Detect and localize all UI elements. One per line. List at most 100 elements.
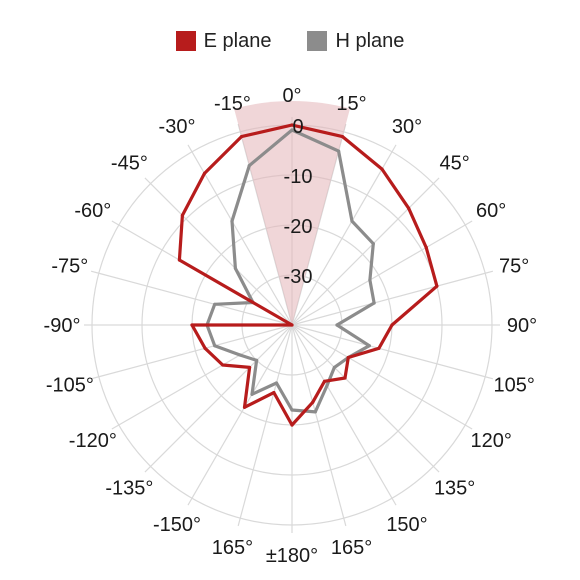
data-point-e-plane xyxy=(377,346,381,350)
grid-spoke xyxy=(291,324,393,499)
angle-tick-label: 75° xyxy=(499,255,529,277)
angle-tick-label: -90° xyxy=(44,315,81,337)
data-point-h-plane xyxy=(233,266,238,271)
grid-spoke xyxy=(191,324,293,499)
grid-tick xyxy=(485,376,494,380)
grid-spoke xyxy=(291,224,466,326)
angle-tick-label: -105° xyxy=(46,375,94,397)
grid-tick xyxy=(90,376,99,380)
angle-tick-label: -120° xyxy=(69,430,117,452)
grid-tick xyxy=(391,144,397,153)
angle-tick-label: -75° xyxy=(51,255,88,277)
angle-tick-label: -60° xyxy=(74,200,111,222)
data-point-h-plane xyxy=(238,353,242,357)
data-point-h-plane xyxy=(255,358,259,362)
angle-tick-label: 120° xyxy=(470,430,511,452)
boresight-sector xyxy=(234,101,350,325)
angle-tick-label: 60° xyxy=(476,200,506,222)
grid-tick xyxy=(90,270,99,274)
angle-tick-label: ±180° xyxy=(266,545,318,567)
grid-spoke xyxy=(150,324,293,467)
radial-tick-label: -30 xyxy=(284,266,313,288)
data-point-e-plane xyxy=(380,167,384,171)
legend: E plane H plane xyxy=(0,26,580,56)
data-point-h-plane xyxy=(336,149,341,153)
grid-tick xyxy=(391,497,397,506)
angle-tick-label: -15° xyxy=(214,93,251,115)
angle-tick-label: 165° xyxy=(331,537,372,559)
angle-tick-label: 165° xyxy=(212,537,253,559)
data-point-h-plane xyxy=(332,365,337,370)
data-point-e-plane xyxy=(340,135,345,139)
data-point-e-plane xyxy=(311,400,315,404)
grid-spoke xyxy=(98,324,293,378)
data-point-h-plane xyxy=(368,278,372,282)
data-point-h-plane xyxy=(247,164,251,168)
angle-tick-label: 90° xyxy=(507,315,537,337)
data-point-h-plane xyxy=(372,301,376,305)
data-point-h-plane xyxy=(250,392,254,396)
data-point-e-plane xyxy=(190,323,194,327)
data-point-h-plane xyxy=(335,323,339,327)
grid-spoke xyxy=(118,324,293,426)
radial-tick-label: 0 xyxy=(292,116,303,138)
grid-spoke xyxy=(291,324,345,519)
angle-tick-label: 30° xyxy=(392,116,422,138)
angle-tick-label: 135° xyxy=(434,478,475,500)
grid-tick xyxy=(343,518,347,527)
h-plane-swatch xyxy=(307,31,328,51)
data-point-h-plane xyxy=(290,128,294,132)
grid-tick xyxy=(237,123,241,132)
grid-spoke xyxy=(191,151,293,326)
grid-spoke xyxy=(291,324,434,467)
radial-tick-label: -10 xyxy=(284,166,313,188)
radial-tick-label: -20 xyxy=(284,216,313,238)
h-plane-label: H plane xyxy=(335,29,405,52)
data-point-e-plane xyxy=(239,135,244,139)
data-point-e-plane xyxy=(290,423,294,427)
angle-tick-label: -150° xyxy=(153,514,201,536)
data-point-e-plane xyxy=(290,323,294,327)
data-point-e-plane xyxy=(272,391,276,395)
data-point-e-plane xyxy=(221,363,225,367)
data-point-e-plane xyxy=(202,171,207,176)
grid-tick xyxy=(144,177,152,185)
grid-spoke xyxy=(291,324,466,426)
highlight-sector xyxy=(234,101,350,325)
grid-spoke xyxy=(239,324,293,519)
radial-tick-labels: 0 -10 -20 -30 xyxy=(284,116,313,288)
grid-tick xyxy=(111,424,120,430)
data-point-e-plane xyxy=(435,284,439,288)
series-layer xyxy=(177,123,439,427)
data-point-e-plane xyxy=(203,346,207,350)
grid-tick xyxy=(432,465,440,473)
grid-tick xyxy=(237,518,241,527)
grid-tick xyxy=(464,220,473,226)
grid-spoke xyxy=(150,183,293,326)
legend-item-h-plane[interactable]: H plane xyxy=(307,30,404,53)
grid-tick xyxy=(464,424,473,430)
data-point-e-plane xyxy=(290,123,294,127)
angle-tick-label: 105° xyxy=(493,375,534,397)
data-point-h-plane xyxy=(290,408,294,412)
data-point-e-plane xyxy=(407,206,411,210)
e-plane-swatch xyxy=(175,31,196,51)
data-point-e-plane xyxy=(242,405,247,409)
grid-spoke xyxy=(98,272,293,326)
grid-spoke xyxy=(291,324,486,378)
angle-tick-label: -135° xyxy=(105,478,153,500)
data-point-h-plane xyxy=(367,344,371,348)
data-point-e-plane xyxy=(424,245,428,250)
grid-tick xyxy=(485,270,494,274)
data-point-h-plane xyxy=(313,410,317,414)
grid-tick xyxy=(144,465,152,473)
grid-spoke xyxy=(291,272,486,326)
legend-item-e-plane[interactable]: E plane xyxy=(175,30,271,53)
data-point-h-plane xyxy=(325,384,329,388)
angle-tick-label: -30° xyxy=(159,116,196,138)
data-point-h-plane xyxy=(274,381,279,385)
data-point-e-plane xyxy=(343,376,347,380)
grid-tick xyxy=(111,220,120,226)
data-point-h-plane xyxy=(230,219,234,223)
